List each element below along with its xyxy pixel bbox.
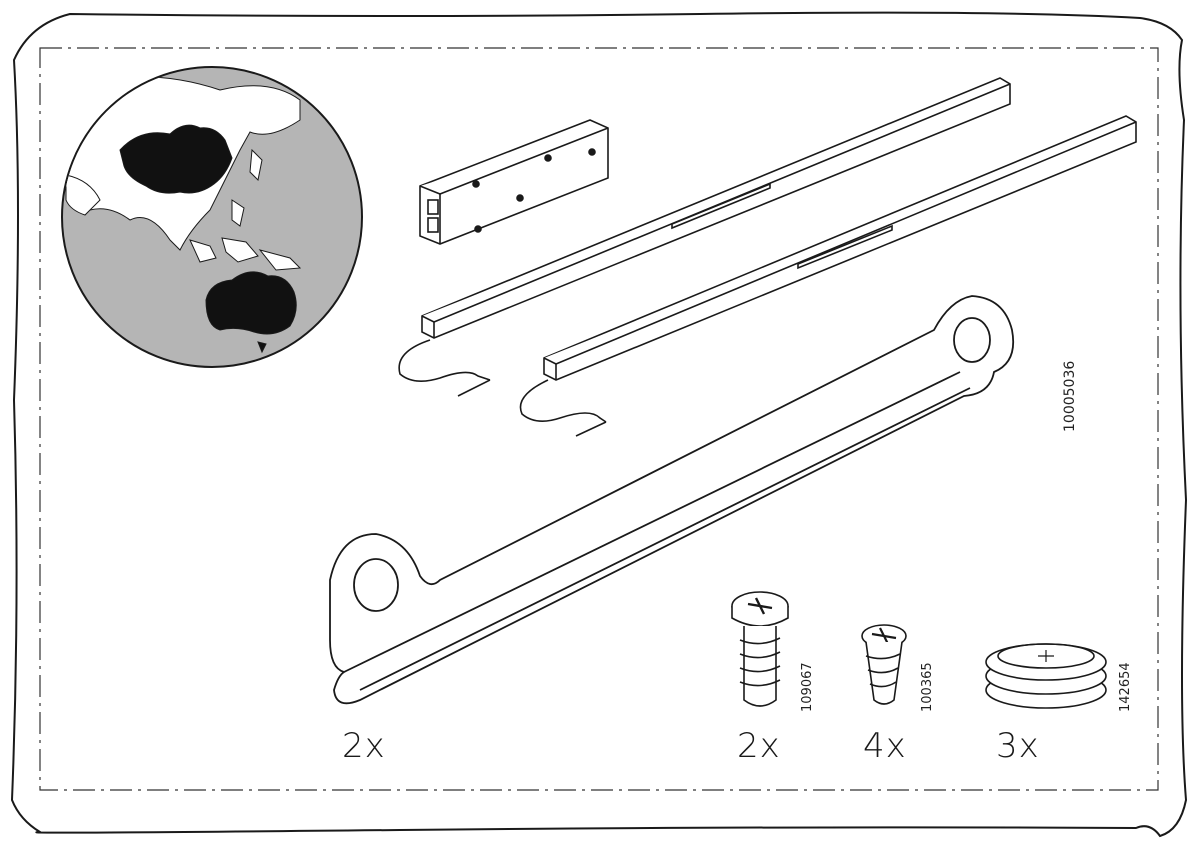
screw-large-illustration: [731, 591, 789, 707]
mounting-bracket-illustration: [329, 295, 1015, 705]
qty-grommet: 3x: [996, 726, 1040, 766]
driver-unit-illustration: [419, 119, 609, 245]
article-number-screw-large: 109067: [800, 662, 815, 712]
qty-rail: 2x: [342, 726, 386, 766]
globe-icon: [61, 66, 363, 368]
screw-small-illustration: [861, 624, 907, 705]
australia-shape: [205, 271, 297, 335]
led-rail-illustrations: [398, 77, 1137, 437]
article-number-screw-small: 100365: [920, 662, 935, 712]
article-number-grommet: 142654: [1118, 662, 1133, 712]
article-number-main: 10005036: [1062, 360, 1078, 432]
china-shape: [119, 124, 233, 194]
qty-screw-small: 4x: [863, 726, 907, 766]
inner-dashed-frame: [39, 47, 1159, 791]
qty-screw-large: 2x: [737, 726, 781, 766]
grommet-illustration: [985, 643, 1107, 709]
sheet-frame: [10, 11, 1188, 838]
